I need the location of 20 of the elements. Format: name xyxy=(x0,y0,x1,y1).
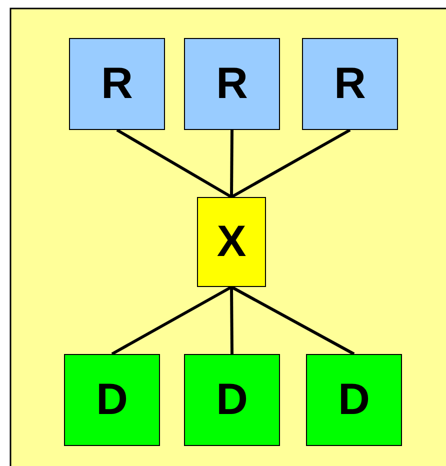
node-label: D xyxy=(216,375,248,425)
node-box xyxy=(69,38,165,130)
node-label: D xyxy=(338,375,370,425)
node-label: R xyxy=(334,59,366,109)
connector-line xyxy=(116,128,232,198)
node-label: D xyxy=(96,375,128,425)
node-box xyxy=(64,354,160,446)
connector-line xyxy=(111,286,232,356)
node-label: R xyxy=(216,59,248,109)
node-label: X xyxy=(216,217,246,267)
node-label: R xyxy=(101,59,133,109)
node-box xyxy=(302,38,398,130)
node-box xyxy=(197,197,266,287)
connector-line xyxy=(230,130,234,198)
connector-line xyxy=(230,286,234,354)
node-box xyxy=(306,354,402,446)
node-box xyxy=(184,354,280,446)
node-box xyxy=(184,38,280,130)
connector-line xyxy=(230,286,355,356)
connector-line xyxy=(230,128,351,198)
